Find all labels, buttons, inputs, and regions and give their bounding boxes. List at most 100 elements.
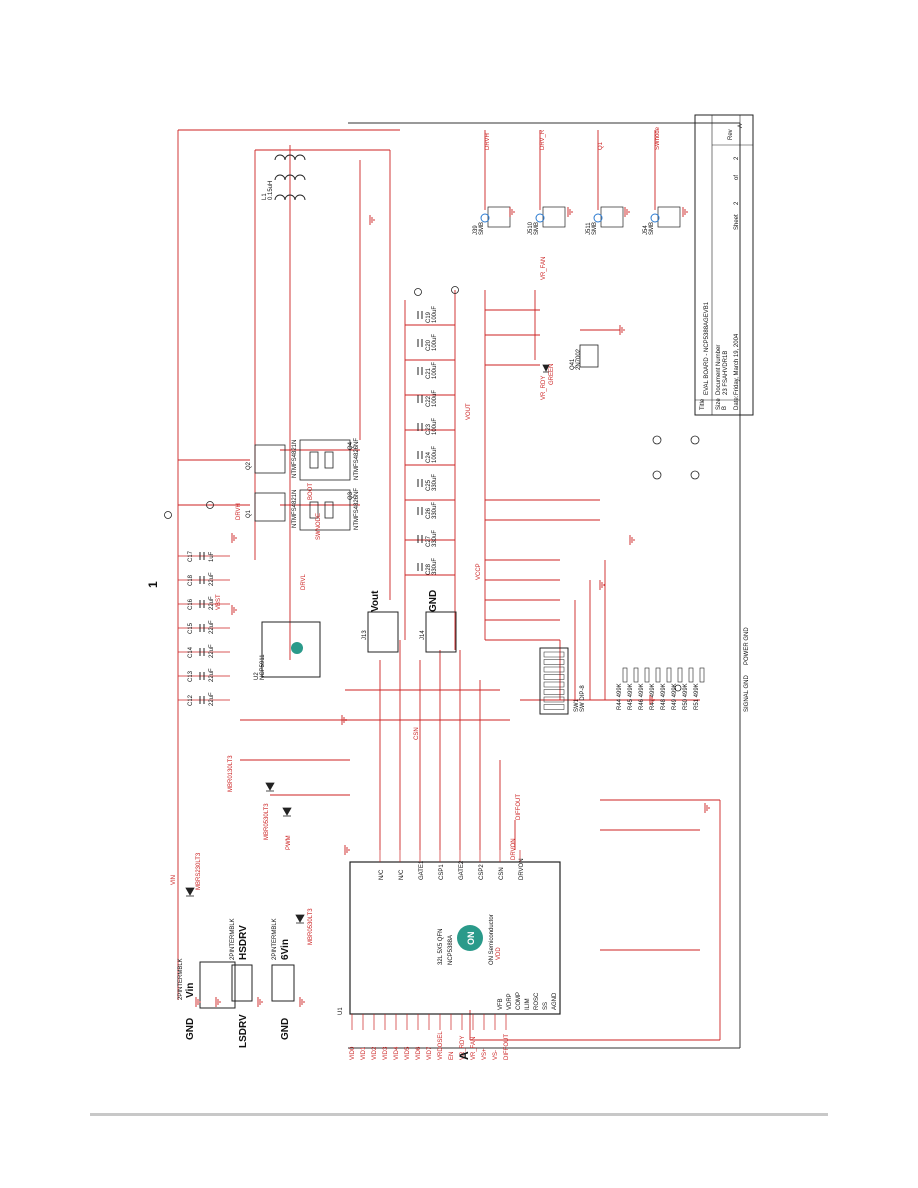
dip-cell[interactable]	[543, 674, 565, 680]
connector-j1-gnd: GND	[185, 1018, 196, 1040]
connector-j14[interactable]: GND J14	[420, 590, 457, 653]
jumper-body[interactable]	[600, 206, 624, 228]
output-cap-value: 330uF	[432, 558, 438, 575]
jumper-body[interactable]	[487, 206, 511, 228]
controller-left-pin-label: VID3	[383, 1046, 389, 1060]
controller-bottom-pin-label: VDRP	[507, 993, 513, 1010]
dip-cell[interactable]	[543, 651, 565, 658]
mosfet-q4-ref: Q4	[348, 441, 354, 450]
ground-icon	[231, 605, 237, 615]
output-cap-value: 100uF	[432, 418, 438, 435]
jumper-ref: J39	[473, 225, 479, 235]
jumper-body[interactable]	[542, 206, 566, 228]
output-cap-ref: C19	[426, 311, 432, 323]
controller-left-pin-label: VRDOSEL	[438, 1031, 444, 1060]
output-cap-ref: C25	[426, 479, 432, 491]
dip-cell[interactable]	[543, 659, 565, 665]
controller-top-pin-label: N/C	[379, 869, 385, 880]
ground-icon	[369, 215, 375, 225]
driver-part: NCP5911	[260, 654, 266, 680]
jumper-ring-icon	[650, 213, 660, 223]
controller-top-pin-label: GATE2	[459, 860, 465, 880]
ground-icon	[599, 580, 605, 590]
dip-cell[interactable]	[543, 666, 565, 673]
vid-resistor-label: R48 499K	[661, 683, 667, 710]
connector-j3[interactable]: 6Vin GND 2PINTERMBLK	[271, 918, 295, 1040]
connector-j3-net: 6Vin	[280, 939, 291, 960]
title-value: EVAL BOARD - NCP5388AGEVB1	[704, 301, 710, 395]
on-semi-logo-icon	[457, 925, 483, 951]
ground-icon	[299, 997, 305, 1007]
vid-resistor-body	[666, 667, 672, 683]
input-cap-value: 22uF	[209, 596, 215, 610]
input-cap-ref: C14	[188, 646, 194, 658]
ground-icon	[624, 207, 630, 217]
zone-mark-1: 1	[146, 581, 160, 588]
output-cap-value: 100uF	[432, 390, 438, 407]
jumper-body[interactable]	[657, 206, 681, 228]
diode-group	[185, 364, 550, 924]
net-label: PWM	[286, 835, 292, 850]
controller-left-pin-label: VID6	[416, 1046, 422, 1060]
rev-label: Rev	[728, 129, 734, 140]
connector-j2[interactable]: HSDRV LSDRV 2PINTERMBLK	[230, 918, 253, 1048]
connector-j1[interactable]: Vin GND 2PINTERMBLK	[178, 958, 236, 1040]
jumper-type: SMB	[649, 222, 655, 235]
net-label: SWNODE	[316, 513, 322, 540]
title-block: Title EVAL BOARD - NCP5388AGEVB1 Size B …	[694, 114, 754, 416]
connector-j1-type: 2PINTERMBLK	[178, 958, 184, 1000]
output-cap-value: 100uF	[432, 334, 438, 351]
net-label: VR_FAN	[541, 257, 547, 280]
connector-j14-ref: J14	[420, 630, 426, 640]
controller-part: NCP5388A	[448, 935, 454, 965]
vid-resistor-label: R44 499K	[617, 683, 623, 710]
diode-cr19-part: MBR0530LT3	[308, 908, 314, 945]
test-point-group	[164, 286, 700, 692]
ground-icon	[619, 325, 625, 335]
dip-cell[interactable]	[543, 681, 565, 688]
dip-cell[interactable]	[543, 689, 565, 695]
net-label: DRVL	[301, 573, 307, 590]
dip-cell[interactable]	[543, 704, 565, 710]
input-cap-ref: C17	[188, 550, 194, 562]
output-cap-ref: C26	[426, 507, 432, 519]
driver-u2: U2 NCP5911	[254, 621, 321, 680]
of-value: 2	[734, 156, 740, 160]
vid-resistor-label: R51 499K	[694, 683, 700, 710]
jumper-type: SMB	[592, 222, 598, 235]
connector-j14-net: GND	[428, 590, 439, 612]
vid-resistor-label: R45 499K	[628, 683, 634, 710]
controller-left-pin-label: VID4	[394, 1046, 400, 1060]
vid-resistor-body	[688, 667, 694, 683]
zone-mark-a: A	[457, 1051, 471, 1060]
controller-left-pin-label: VS-	[493, 1050, 499, 1060]
ground-icon	[629, 535, 635, 545]
controller-left-pin-label: VID0	[350, 1046, 356, 1060]
output-cap-value: 100uF	[432, 306, 438, 323]
ground-icon	[649, 695, 655, 705]
mosfet-q3-part: NTMFS4826NF	[354, 488, 360, 530]
diode-cr20-part: MBRS230LT3	[196, 852, 202, 890]
dip-switch-part: SW DIP-8	[580, 685, 586, 712]
mosfet-q2-ref: Q2	[246, 461, 252, 470]
net-label: VCCP	[476, 563, 482, 580]
dip-cell[interactable]	[543, 696, 565, 703]
controller-left-pin-label: VID7	[427, 1046, 433, 1060]
dip-switch-ref: SW1	[574, 698, 580, 712]
vid-resistor-body	[677, 667, 683, 683]
jumper-type: SMB	[479, 222, 485, 235]
signal-gnd-label: SIGNAL GND	[744, 675, 750, 712]
output-cap-ref: C22	[426, 395, 432, 407]
connector-j13[interactable]: Vout J13	[362, 590, 399, 653]
jumper-ref: J511	[586, 222, 592, 235]
vid-resistor-body	[699, 667, 705, 683]
mosfet-q41-ref: Q41	[570, 358, 576, 370]
vid-resistor-label: R49 499K	[672, 683, 678, 710]
controller-left-pin-label: VID5	[405, 1046, 411, 1060]
controller-left-pin-label: VR_FAN	[471, 1037, 477, 1060]
dip-switch-sw1[interactable]: SW1 SW DIP-8	[539, 647, 586, 715]
vid-resistor-label: R50 499K	[683, 683, 689, 710]
controller-package: 32L 5X5 QFN	[438, 929, 444, 965]
sheet-label: Sheet	[734, 214, 740, 230]
